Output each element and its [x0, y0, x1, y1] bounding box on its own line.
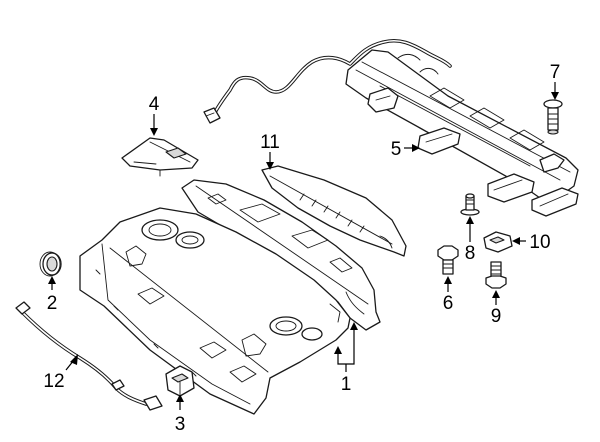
part-11-trim-panel	[261, 165, 407, 257]
part-4-cover	[121, 137, 199, 177]
callout-7: 7	[550, 62, 561, 83]
callout-labels: 1 2 3 4 5 6 7 8 9 10 11 12	[43, 62, 560, 435]
leader-lines	[48, 82, 559, 410]
callout-8: 8	[465, 243, 476, 264]
part-8-screw	[460, 193, 480, 216]
callout-12: 12	[43, 371, 64, 392]
callout-3: 3	[175, 414, 186, 435]
callout-10: 10	[529, 232, 550, 253]
callout-4: 4	[149, 94, 160, 115]
part-12-wiring-harness	[15, 301, 163, 411]
part-2-grommet	[39, 251, 62, 277]
callout-5: 5	[391, 139, 402, 160]
part-1-package-tray	[79, 179, 381, 415]
part-3-bracket	[165, 365, 195, 397]
callout-1: 1	[341, 374, 352, 395]
callout-6: 6	[443, 293, 454, 314]
part-10-nut-clip	[483, 231, 513, 253]
part-9-stud	[485, 261, 507, 289]
callout-2: 2	[47, 293, 58, 314]
part-5-cable	[203, 38, 452, 124]
part-7-push-clip	[543, 99, 563, 135]
callout-11: 11	[260, 132, 280, 153]
part-5-sunshade-assembly	[203, 38, 579, 217]
part-6-bolt	[437, 245, 459, 275]
callout-9: 9	[491, 306, 502, 327]
